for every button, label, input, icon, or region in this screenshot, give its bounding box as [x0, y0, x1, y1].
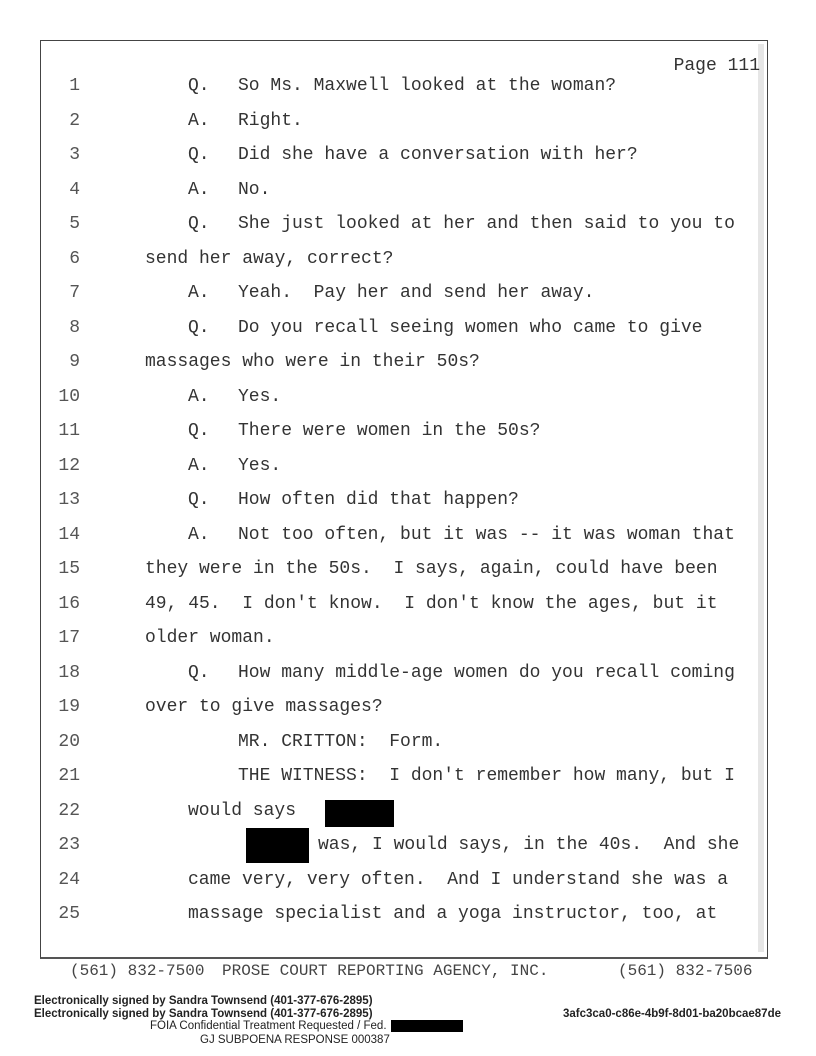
line-number: 16	[58, 593, 80, 614]
transcript-text: Not too often, but it was -- it was woma…	[238, 524, 735, 545]
line-number: 10	[58, 386, 80, 407]
qa-tag: Q.	[188, 421, 210, 441]
document-hash: 3afc3ca0-c86e-4b9f-8d01-ba20bcae87de	[563, 1008, 781, 1020]
transcript-text: No.	[238, 179, 271, 200]
redaction-box	[246, 828, 309, 863]
line-number: 18	[58, 662, 80, 683]
transcript-text: came very, very often. And I understand …	[188, 869, 729, 890]
line-number: 19	[58, 697, 80, 717]
qa-tag: Q.	[188, 214, 210, 234]
transcript-text: send her away, correct?	[145, 248, 394, 269]
line-number: 8	[69, 317, 80, 338]
line-number: 22	[58, 800, 80, 821]
line-number: 4	[69, 179, 80, 200]
line-number: 6	[69, 248, 80, 269]
line-number: 14	[58, 524, 80, 545]
line-number: 12	[58, 455, 80, 476]
line-number: 25	[58, 904, 80, 924]
transcript-text: Yes.	[238, 386, 282, 407]
line-number: 9	[69, 352, 80, 372]
qa-tag: Q.	[188, 145, 210, 165]
transcript-text: How often did that happen?	[238, 490, 519, 510]
transcript-text: Right.	[238, 110, 303, 131]
phone-right: (561) 832-7506	[618, 962, 753, 980]
line-number: 15	[58, 559, 80, 579]
line-number: 7	[69, 283, 80, 303]
transcript-text: Do you recall seeing women who came to g…	[238, 317, 703, 338]
transcript-text: How many middle-age women do you recall …	[238, 662, 735, 683]
bates-number: GJ SUBPOENA RESPONSE 000387	[200, 1034, 390, 1046]
line-number: 3	[69, 145, 80, 165]
qa-tag: Q.	[188, 490, 210, 510]
transcript-text: Yes.	[238, 455, 282, 476]
line-number: 21	[58, 766, 80, 786]
qa-tag: A.	[188, 283, 210, 303]
transcript-text: There were women in the 50s?	[238, 421, 541, 441]
qa-tag: A.	[188, 110, 210, 131]
transcript-text: massage specialist and a yoga instructor…	[188, 904, 718, 924]
transcript-text: She just looked at her and then said to …	[238, 214, 735, 234]
qa-tag: A.	[188, 386, 210, 407]
transcript-text: Did she have a conversation with her?	[238, 145, 638, 165]
transcript-text: older woman.	[145, 628, 275, 648]
transcript-text: over to give massages?	[145, 697, 383, 717]
line-number: 5	[69, 214, 80, 234]
line-number: 20	[58, 731, 80, 752]
foia-notice: FOIA Confidential Treatment Requested / …	[150, 1020, 387, 1032]
redaction-box	[325, 800, 394, 827]
line-number: 13	[58, 490, 80, 510]
agency-name: PROSE COURT REPORTING AGENCY, INC.	[222, 962, 549, 980]
qa-tag: A.	[188, 179, 210, 200]
transcript-text: Yeah. Pay her and send her away.	[238, 283, 595, 303]
transcript-text: massages who were in their 50s?	[145, 352, 480, 372]
line-number: 1	[69, 76, 80, 96]
qa-tag: Q.	[188, 662, 210, 683]
qa-tag: A.	[188, 524, 210, 545]
transcript-text: 49, 45. I don't know. I don't know the a…	[145, 593, 718, 614]
transcript-text: was, I would says, in the 40s. And she	[318, 835, 740, 855]
transcript-text: they were in the 50s. I says, again, cou…	[145, 559, 718, 579]
phone-left: (561) 832-7500	[70, 962, 205, 980]
signature-line: Electronically signed by Sandra Townsend…	[34, 995, 373, 1007]
redaction-box	[390, 1020, 463, 1032]
line-number: 2	[69, 110, 80, 131]
page-frame	[40, 40, 768, 959]
qa-tag: Q.	[188, 76, 210, 96]
line-number: 23	[58, 835, 80, 855]
qa-tag: Q.	[188, 317, 210, 338]
qa-tag: A.	[188, 455, 210, 476]
transcript-text: would says	[188, 800, 297, 821]
transcript-text: THE WITNESS: I don't remember how many, …	[238, 766, 735, 786]
foia-row: FOIA Confidential Treatment Requested / …	[150, 1020, 463, 1032]
signature-line: Electronically signed by Sandra Townsend…	[34, 1008, 373, 1020]
line-number: 24	[58, 869, 80, 890]
line-number: 17	[58, 628, 80, 648]
transcript-text: MR. CRITTON: Form.	[238, 731, 444, 752]
transcript-text: So Ms. Maxwell looked at the woman?	[238, 76, 617, 96]
page-number: Page 111	[673, 56, 760, 76]
line-number: 11	[58, 421, 80, 441]
margin-shade	[758, 44, 764, 952]
